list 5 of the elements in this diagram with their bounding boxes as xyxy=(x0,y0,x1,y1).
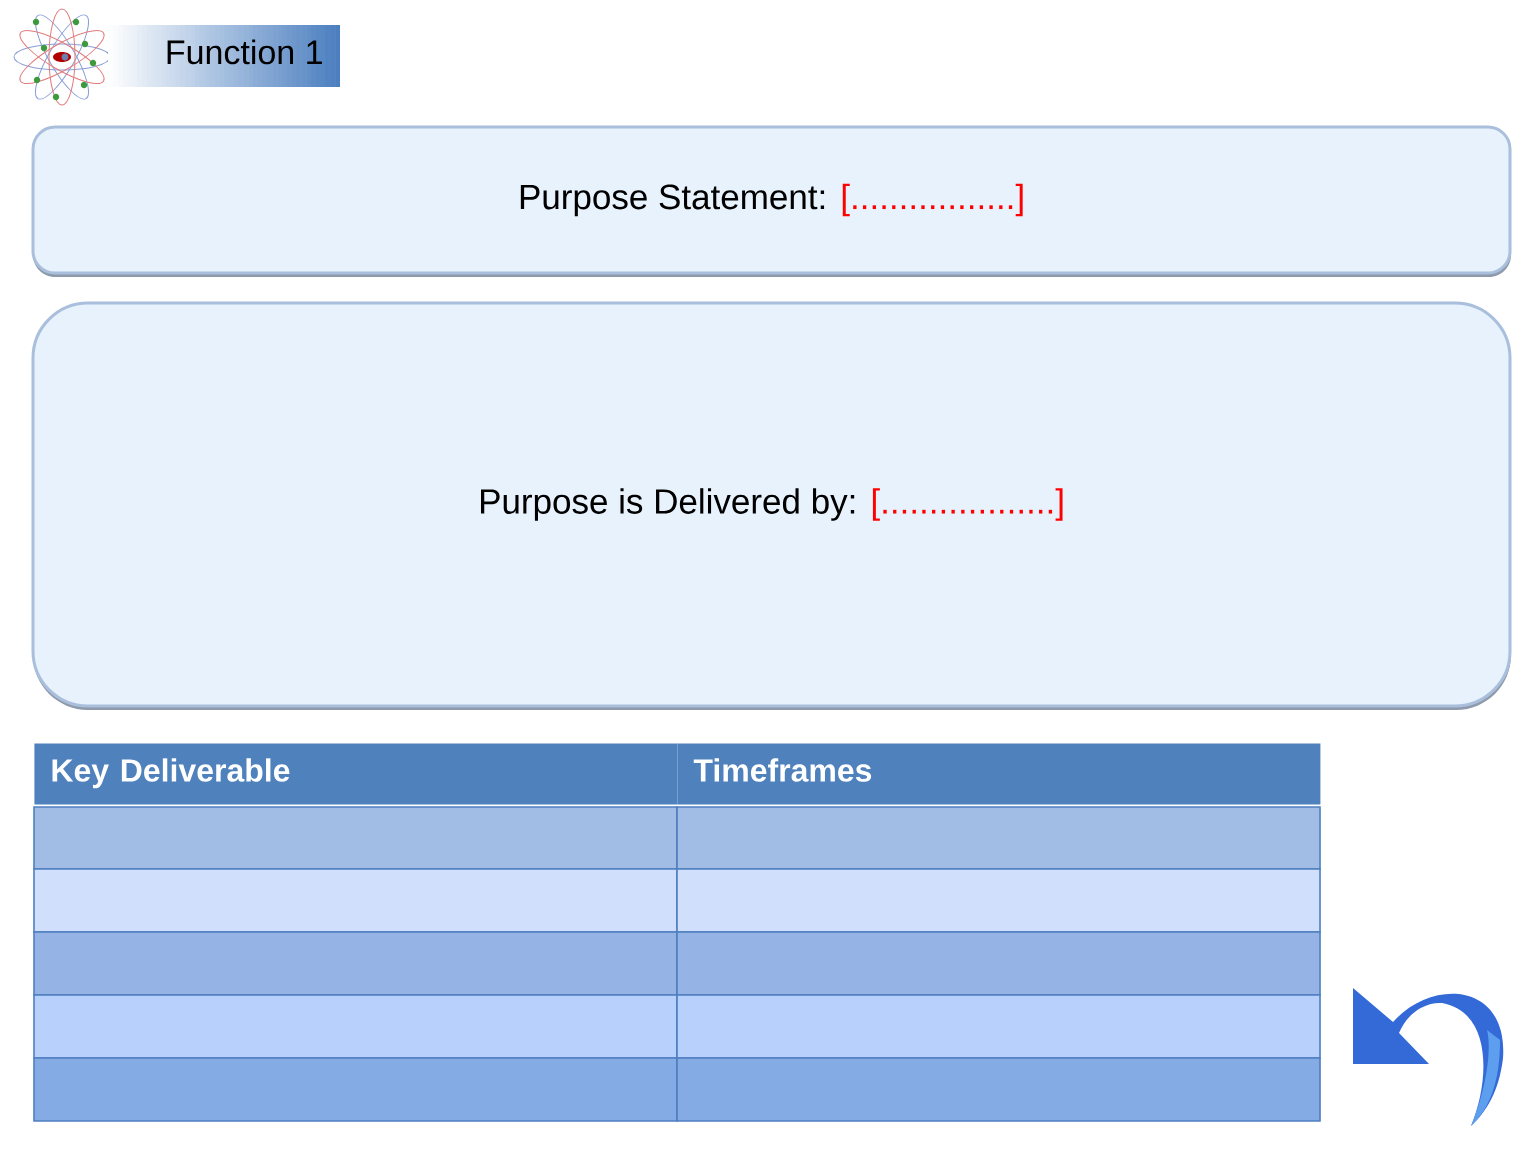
header-cell: Key Deliverable xyxy=(34,743,678,805)
rounded-box: Purpose Statement: [.................] xyxy=(31,125,1512,277)
title-banner: Function 1 xyxy=(108,25,340,87)
rounded-box: Purpose is Delivered by: [..................] xyxy=(31,301,1512,710)
header-cell: Timeframes xyxy=(677,743,1321,805)
